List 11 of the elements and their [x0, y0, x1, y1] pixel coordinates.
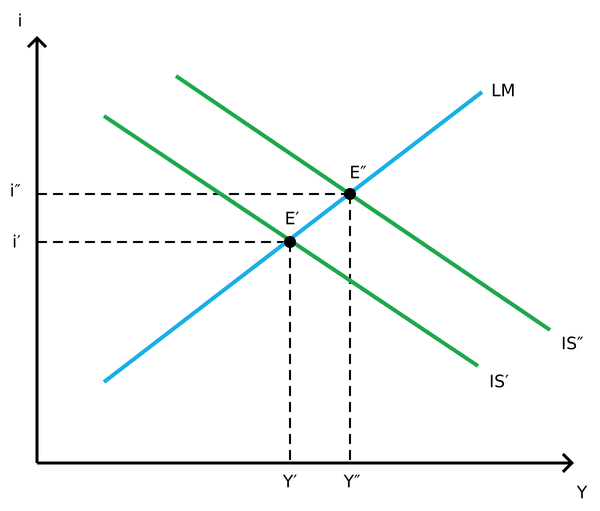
tick-label: Y′ — [282, 474, 297, 488]
tick-label: i′ — [14, 234, 20, 248]
curve-label: IS″ — [562, 336, 583, 350]
curve-label: IS′ — [490, 374, 508, 388]
point-label: E′ — [286, 212, 299, 224]
point-label: E″ — [351, 166, 366, 178]
axis-label: i — [19, 14, 21, 26]
tick-label: i″ — [11, 184, 20, 196]
tick-label: Y″ — [344, 474, 360, 488]
curve-label: LM — [492, 84, 514, 96]
axis-label: Y — [576, 486, 588, 498]
